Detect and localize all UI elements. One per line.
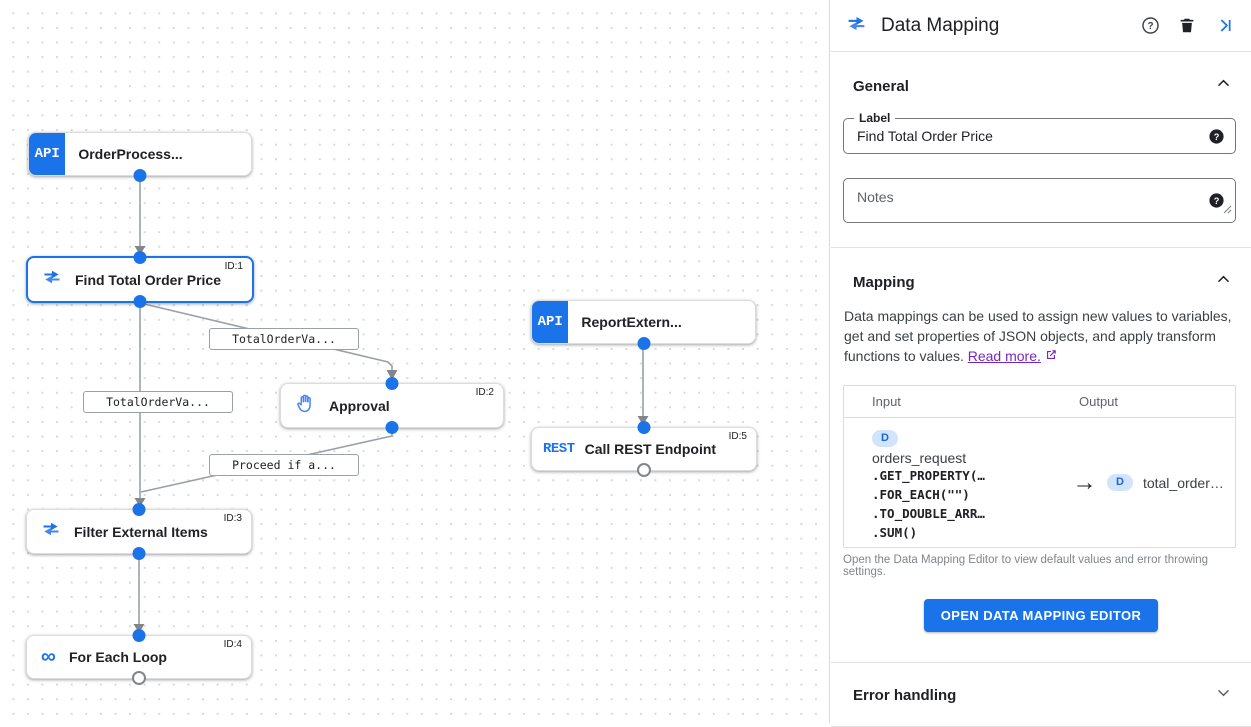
rest-task-badge: REST <box>543 441 575 457</box>
divider <box>831 247 1251 248</box>
open-data-mapping-editor-button[interactable]: OPEN DATA MAPPING EDITOR <box>923 599 1159 632</box>
help-icon[interactable]: ? <box>1140 16 1160 36</box>
collapse-panel-icon[interactable] <box>1214 16 1234 36</box>
node-id-tag: ID:4 <box>223 639 242 650</box>
mapping-table-header: Input Output <box>844 386 1235 418</box>
node-label: Approval <box>329 397 390 414</box>
section-title: General <box>853 77 909 95</box>
node-order-process[interactable]: API OrderProcess... <box>28 132 252 182</box>
api-trigger-badge: API <box>532 301 569 343</box>
transform-function: .GET_PROPERTY(… <box>872 468 985 483</box>
resize-handle-icon[interactable] <box>1222 201 1232 219</box>
transform-function: .SUM() <box>872 525 918 540</box>
section-title: Mapping <box>853 273 915 291</box>
node-call-rest-endpoint[interactable]: REST Call REST Endpoint ID:5 <box>531 421 757 477</box>
help-icon[interactable]: ? <box>1208 128 1225 145</box>
data-mapping-icon <box>42 267 62 292</box>
chevron-up-icon <box>1215 271 1232 293</box>
api-trigger-badge: API <box>29 133 66 175</box>
svg-text:?: ? <box>1214 131 1220 141</box>
node-filter-external-items[interactable]: Filter External Items ID:3 <box>26 503 252 560</box>
external-link-icon <box>1045 348 1057 364</box>
output-port[interactable] <box>133 169 147 182</box>
help-icon[interactable]: ? <box>1208 192 1225 209</box>
panel-header: Data Mapping ? <box>831 0 1251 52</box>
output-port[interactable] <box>385 421 399 434</box>
notes-field[interactable]: ? <box>843 178 1236 223</box>
node-approval[interactable]: Approval ID:2 <box>280 377 504 434</box>
node-label: ReportExtern... <box>581 314 682 330</box>
section-title: Error handling <box>853 686 957 704</box>
double-type-badge: D <box>872 430 898 447</box>
input-port[interactable] <box>132 629 146 642</box>
mapping-arrow-icon: → <box>1072 468 1097 496</box>
transform-function: .TO_DOUBLE_ARR… <box>872 506 985 521</box>
node-id-tag: ID:5 <box>728 431 747 442</box>
node-label: For Each Loop <box>68 649 167 665</box>
data-mapping-icon <box>41 519 61 544</box>
loop-icon: ∞ <box>41 645 56 668</box>
workflow-edges <box>133 176 649 633</box>
notes-textarea[interactable] <box>844 179 1208 222</box>
mapping-description: Data mappings can be used to assign new … <box>831 306 1251 366</box>
input-port[interactable] <box>385 377 399 390</box>
transform-function: .FOR_EACH("") <box>872 487 970 502</box>
node-id-tag: ID:2 <box>475 387 494 398</box>
output-column-header: Output <box>1079 394 1119 409</box>
mapping-output-cell: D total_order… <box>1107 418 1235 547</box>
read-more-link[interactable]: Read more. <box>967 348 1041 364</box>
section-error-handling-toggle[interactable]: Error handling <box>831 684 1251 706</box>
node-id-tag: ID:1 <box>224 261 243 272</box>
mapping-description-text: Data mappings can be used to assign new … <box>844 308 1232 364</box>
chevron-down-icon <box>1215 684 1232 706</box>
add-connection-port[interactable] <box>132 671 146 685</box>
mapping-input-cell: D orders_request .GET_PROPERTY(… .FOR_EA… <box>844 418 1062 547</box>
delete-icon[interactable] <box>1177 16 1197 36</box>
node-label: Find Total Order Price <box>75 271 221 288</box>
panel-title: Data Mapping <box>881 14 1000 36</box>
node-id-tag: ID:3 <box>223 513 242 524</box>
section-general-toggle[interactable]: General <box>831 75 1251 97</box>
edge-label-totalorder-2[interactable]: TotalOrderVa... <box>83 391 233 413</box>
output-port[interactable] <box>132 547 146 560</box>
input-variable-name: orders_request <box>872 450 967 466</box>
input-port[interactable] <box>637 421 651 434</box>
chevron-up-icon <box>1215 75 1232 97</box>
input-port[interactable] <box>132 503 146 516</box>
edge-label-proceed-if[interactable]: Proceed if a... <box>209 454 359 476</box>
node-label: Filter External Items <box>74 523 208 540</box>
node-label: OrderProcess... <box>78 146 183 162</box>
workflow-canvas[interactable]: TotalOrderVa... TotalOrderVa... Proceed … <box>0 0 830 723</box>
mapping-table-row: D orders_request .GET_PROPERTY(… .FOR_EA… <box>844 418 1235 547</box>
node-find-total-order-price[interactable]: Find Total Order Price ID:1 <box>26 251 254 308</box>
label-field[interactable]: Label ? <box>843 111 1236 154</box>
mapping-table: Input Output D orders_request .GET_PROPE… <box>843 385 1236 548</box>
double-type-badge: D <box>1107 474 1133 491</box>
output-port[interactable] <box>637 337 650 350</box>
svg-text:?: ? <box>1147 21 1153 32</box>
label-field-label: Label <box>854 111 896 125</box>
approval-hand-icon <box>295 393 316 419</box>
svg-text:?: ? <box>1214 196 1220 206</box>
section-mapping-toggle[interactable]: Mapping <box>831 271 1251 293</box>
node-for-each-loop[interactable]: ∞ For Each Loop ID:4 <box>26 629 252 685</box>
node-label: Call REST Endpoint <box>584 441 717 457</box>
node-report-extern[interactable]: API ReportExtern... <box>531 300 756 350</box>
output-variable-name: total_order… <box>1142 474 1224 491</box>
label-input[interactable] <box>844 119 1208 153</box>
output-port[interactable] <box>133 295 147 308</box>
input-port[interactable] <box>133 251 147 264</box>
divider <box>831 662 1251 663</box>
edge-label-totalorder-1[interactable]: TotalOrderVa... <box>209 328 359 350</box>
data-mapping-icon <box>846 13 867 39</box>
config-panel: Data Mapping ? <box>831 0 1251 727</box>
mapping-helper-text: Open the Data Mapping Editor to view def… <box>843 554 1209 578</box>
input-column-header: Input <box>872 394 901 409</box>
add-connection-port[interactable] <box>637 463 651 477</box>
